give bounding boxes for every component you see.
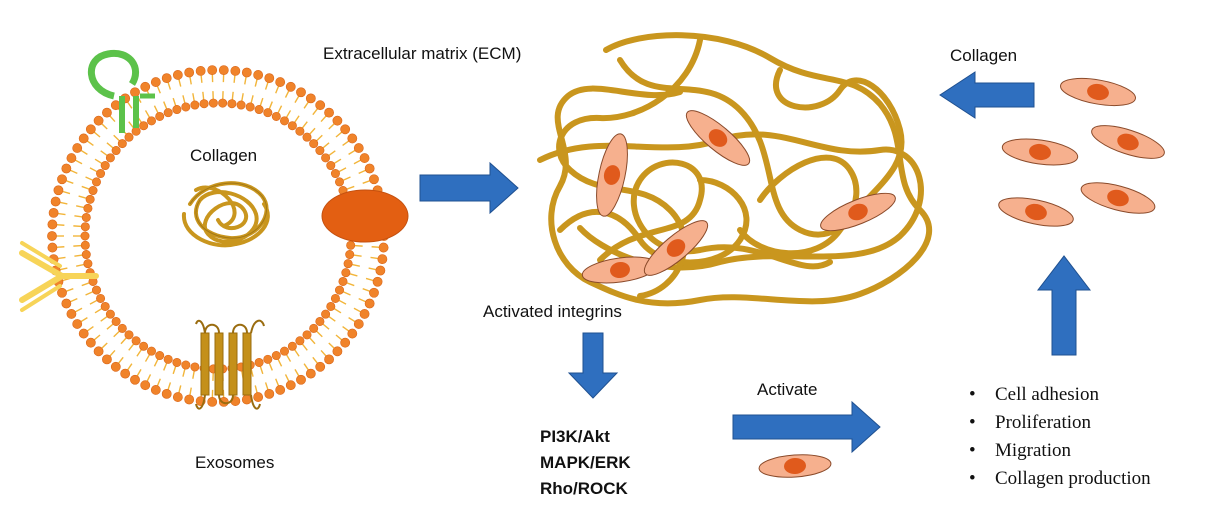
outcome-item: Cell adhesion [969, 381, 1151, 409]
arrow-activate [732, 400, 881, 454]
arrow-down-to-pathways [567, 332, 619, 399]
cell [1060, 77, 1136, 107]
pathway-list: PI3K/Akt MAPK/ERK Rho/ROCK [540, 424, 631, 502]
cell [820, 192, 896, 232]
cell [1001, 138, 1079, 166]
ecm-label: Extracellular matrix (ECM) [323, 44, 522, 63]
fibroblast-cells [998, 77, 1165, 227]
ecm-collagen-network [537, 32, 933, 307]
activated-cell [758, 454, 832, 478]
membrane-vesicle-protein [321, 189, 409, 243]
collagen-label-left: Collagen [190, 146, 258, 165]
cell [1091, 125, 1165, 159]
cell [596, 133, 628, 217]
collagen-label-right: Collagen [950, 46, 1018, 65]
collagen-ball-icon [182, 181, 270, 248]
pathway-item: PI3K/Akt [540, 427, 610, 446]
exosomes-label: Exosomes [195, 453, 275, 472]
arrow-exosome-to-ecm [419, 161, 519, 215]
outcome-list: Cell adhesion Proliferation Migration Co… [969, 381, 1151, 493]
antibody-icon [19, 241, 99, 312]
activated-integrins-label: Activated integrins [483, 302, 622, 321]
cell [685, 110, 751, 166]
transmembrane-protein-icon [195, 319, 265, 410]
activate-label: Activate [757, 380, 818, 399]
outcome-item: Proliferation [969, 409, 1151, 437]
pathway-item: MAPK/ERK [540, 453, 631, 472]
cell [998, 197, 1074, 227]
exosome [19, 49, 409, 410]
outcome-item: Migration [969, 437, 1151, 465]
ecm-cells [581, 110, 896, 284]
cell [643, 220, 709, 276]
arrow-collagen-to-ecm [939, 71, 1035, 119]
rna-hairpin-icon [88, 49, 155, 133]
cell [1080, 182, 1156, 214]
arrow-up-to-cells [1036, 255, 1092, 356]
cell [581, 256, 659, 284]
outcome-item: Collagen production [969, 465, 1151, 493]
pathway-item: Rho/ROCK [540, 479, 628, 498]
